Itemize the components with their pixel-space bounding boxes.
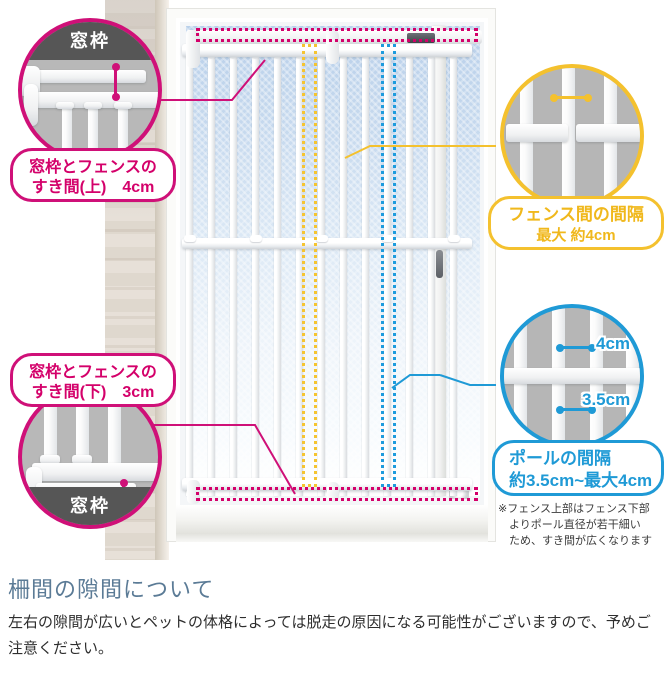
section-title: 柵間の隙間について [8,577,215,602]
window-lock-handle [436,250,443,278]
dashed-overlay-fence-spacing [302,44,317,487]
zoom-clip-3 [114,102,132,109]
footnote-pole-diameter: ※フェンス上部はフェンス下部 よりポール直径が若干細い ため、すき間が広くなりま… [498,503,652,547]
pill-line-1: ポールの間隔 [509,449,611,468]
zoom-rail-upper [26,70,146,83]
measure-arrow-gap-top [111,63,120,101]
callout-circle-gap-bottom: 窓枠 [18,385,162,529]
measure-label-pole-lower: 3.5cm [582,390,631,409]
callout-circle-pole-spacing: 4cm 3.5cm [500,304,644,448]
fence-pole [339,50,348,496]
pill-line-2: すき間(下) 3cm [31,384,155,402]
zoom-clip-2 [84,102,102,109]
fence-pole [185,50,194,496]
callout-band-label-gap-bottom: 窓枠 [22,487,158,525]
measure-arrow-fence-spacing [550,93,592,102]
zoom-fence-rail-right [576,124,640,142]
zoom-pole-3 [118,106,128,158]
fence-mount-post-center [326,30,339,64]
dashed-overlay-gap-bottom [196,487,478,501]
measure-label-pole-upper: 4cm [596,334,631,353]
wall-edge [155,0,169,560]
product-photo-stage: 窓枠 窓枠とフェンスの すき間(上) 4cm フェンス間の間隔 最大 約4cm … [10,0,664,560]
zoom-mount-stem [24,84,38,126]
fence-pole [449,50,458,496]
zoom-center-rail [504,368,640,384]
zoom-clip-b [72,455,92,464]
window-sill [176,505,488,533]
callout-band-label-gap-top: 窓枠 [22,22,158,60]
zoom-fence-pole-b [562,68,575,204]
zoom-clip-a [40,455,60,464]
fence-rail-clip [316,235,328,242]
zoom-clip-1 [56,102,74,109]
fence-pole [207,50,216,496]
zoom-pole-c [108,389,121,469]
fence-pole [361,50,370,496]
callout-pill-gap-top: 窓枠とフェンスの すき間(上) 4cm [10,148,176,202]
measure-arrow-pole-upper [556,343,596,352]
fence-rail-clip [448,235,460,242]
dashed-overlay-pole-spacing [381,44,396,487]
pill-line-1: 窓枠とフェンスの [29,364,157,381]
pill-line-2: すき間(上) 4cm [31,179,155,197]
dashed-overlay-gap-top [196,28,478,42]
fence-rail-clip [382,235,394,242]
zoom-pole-b [76,389,89,469]
zoom-fence-rail-left [506,124,568,142]
pill-line-2: 最大 約4cm [536,226,616,244]
pill-line-2: 約3.5cm~最大4cm [509,470,653,490]
fence-pole [427,50,436,496]
pill-line-1: 窓枠とフェンスの [29,159,157,176]
fence-rail-clip [250,235,262,242]
zoom-bottom-rail [32,463,158,481]
fence-pole [317,50,326,496]
fence-pole [251,50,260,496]
bottom-text-section: 柵間の隙間について 左右の隙間が広いとペットの体格によっては脱走の原因になる可能… [0,560,670,695]
zoom-pole-a [44,389,57,469]
pet-fence-assembly [182,38,472,496]
fence-pole [273,50,282,496]
measure-arrow-pole-lower [556,405,596,414]
fence-rail [182,235,472,249]
fence-pole [229,50,238,496]
callout-pill-fence-spacing: フェンス間の間隔 最大 約4cm [488,196,664,250]
fence-pole [405,50,414,496]
window-sill-shadow [176,533,488,542]
fence-rail-clip [184,235,196,242]
section-body: 左右の隙間が広いとペットの体格によっては脱走の原因になる可能性がございますので、… [8,614,651,658]
callout-pill-gap-bottom: 窓枠とフェンスの すき間(下) 3cm [10,353,176,407]
callout-circle-gap-top: 窓枠 [18,18,162,162]
fence-mount-knob [407,33,435,43]
callout-circle-fence-spacing [500,64,644,208]
zoom-pole-1 [62,106,72,158]
zoom-pole-2 [88,106,98,158]
pill-line-1: フェンス間の間隔 [508,205,644,224]
callout-pill-pole-spacing: ポールの間隔 約3.5cm~最大4cm [492,440,664,496]
